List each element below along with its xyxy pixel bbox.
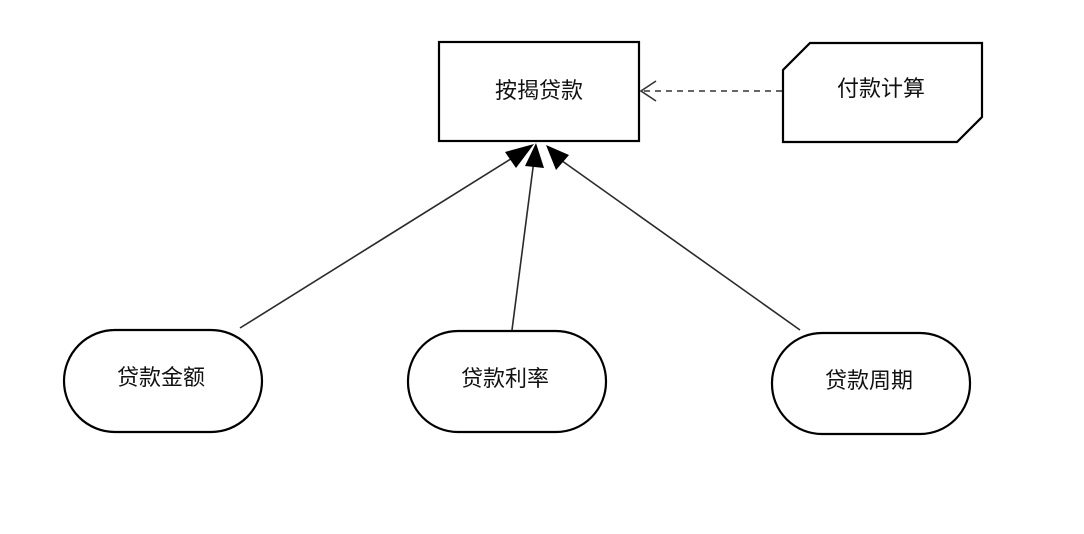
arrowhead [525, 143, 544, 168]
edge-amount-to-main [239, 144, 534, 329]
arrowhead [546, 145, 569, 170]
edge-note-to-main [639, 80, 782, 102]
edge-term-to-main [546, 145, 801, 331]
arrowhead [505, 144, 534, 168]
node-note[interactable]: 付款计算 [781, 41, 984, 144]
node-amount[interactable]: 贷款金额 [62, 328, 264, 434]
edge-rate-to-main [511, 143, 544, 331]
node-term-label: 贷款周期 [825, 369, 913, 394]
node-term[interactable]: 贷款周期 [770, 331, 972, 436]
node-rate[interactable]: 贷款利率 [406, 329, 608, 434]
node-note-label: 付款计算 [837, 77, 925, 102]
open-arrowhead [639, 80, 657, 102]
node-rate-label: 贷款利率 [461, 367, 549, 392]
node-amount-label: 贷款金额 [117, 366, 205, 391]
node-main[interactable]: 按揭贷款 [437, 40, 641, 143]
node-main-label: 按揭贷款 [495, 79, 583, 104]
